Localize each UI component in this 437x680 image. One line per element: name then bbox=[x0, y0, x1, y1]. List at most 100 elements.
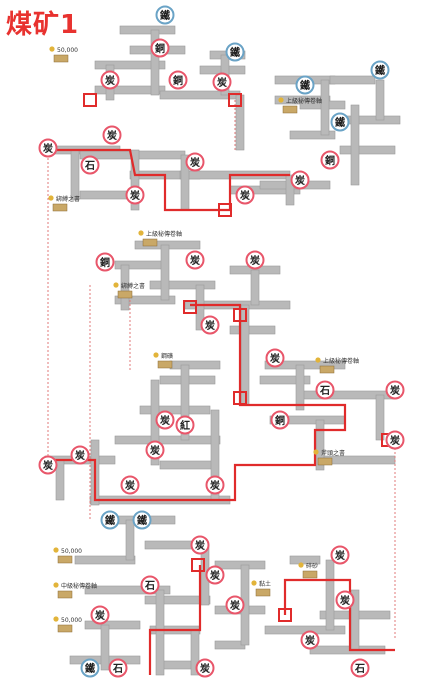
marker-box-0 bbox=[218, 203, 232, 217]
stone-node-glyph: 石 bbox=[354, 663, 365, 675]
corridor-h-28 bbox=[169, 360, 221, 370]
node-coal-35: 炭 bbox=[190, 535, 210, 555]
coin-icon bbox=[49, 46, 55, 52]
node-coal-29: 炭 bbox=[70, 445, 90, 465]
coal-node-glyph: 炭 bbox=[305, 634, 315, 647]
corridor-v-24 bbox=[125, 519, 135, 561]
route-path bbox=[48, 93, 395, 675]
corridor-h-33 bbox=[139, 405, 211, 415]
chest-icon bbox=[57, 624, 73, 633]
item-label: 黏土 bbox=[259, 580, 271, 588]
item-gold_c-10: 50,000 bbox=[53, 616, 82, 633]
coal-node-ring bbox=[265, 348, 285, 368]
node-copper-4: 銅 bbox=[168, 70, 188, 90]
coal-node-ring bbox=[185, 152, 205, 172]
node-coal-14: 炭 bbox=[235, 185, 255, 205]
ore-node-ring bbox=[225, 42, 245, 62]
coal-node-ring bbox=[225, 595, 245, 615]
coal-node-glyph: 炭 bbox=[75, 449, 85, 462]
coin-icon bbox=[48, 195, 54, 201]
route-segment-2 bbox=[148, 565, 202, 675]
item-label: 50,000 bbox=[61, 617, 82, 624]
item-label: 綁縛之書 bbox=[121, 282, 145, 290]
coal-node-glyph: 炭 bbox=[43, 459, 53, 472]
ore-node-glyph: 鐵 bbox=[85, 662, 95, 675]
coal-node-ring bbox=[38, 138, 58, 158]
item-clay-11: 黏土 bbox=[251, 580, 271, 597]
corridor-h-8 bbox=[329, 75, 376, 85]
corridor-h-36 bbox=[159, 460, 216, 470]
coal-node-glyph: 炭 bbox=[125, 479, 135, 492]
red-node-glyph: 紅 bbox=[180, 419, 190, 432]
chest-icon bbox=[142, 238, 158, 247]
coal-node-glyph: 炭 bbox=[250, 254, 260, 267]
node-coal-41: 炭 bbox=[335, 590, 355, 610]
copper-node-ring bbox=[168, 70, 188, 90]
ore-node-glyph: 鐵 bbox=[335, 116, 345, 129]
item-label: 上級秘傳卷軸 bbox=[146, 230, 182, 238]
node-stone-37: 石 bbox=[140, 575, 160, 595]
route-segment-1 bbox=[48, 303, 347, 502]
chest-icon bbox=[317, 457, 333, 466]
node-stone-44: 石 bbox=[108, 658, 128, 678]
coal-node-ring bbox=[155, 410, 175, 430]
corridor-v-7 bbox=[130, 149, 140, 211]
stone-node-glyph: 石 bbox=[144, 580, 155, 592]
corridor-h-43 bbox=[214, 560, 266, 570]
node-ore-1: 鐵 bbox=[225, 42, 245, 62]
corridor-v-13 bbox=[120, 264, 130, 311]
node-coal-27: 炭 bbox=[145, 440, 165, 460]
coal-node-glyph: 炭 bbox=[190, 254, 200, 267]
ore-node-ring bbox=[155, 5, 175, 25]
node-coal-15: 炭 bbox=[38, 138, 58, 158]
coal-node-ring bbox=[290, 170, 310, 190]
item-gravel-12: 碎砂 bbox=[298, 562, 318, 579]
coin-icon bbox=[298, 562, 304, 568]
ore-node-glyph: 鐵 bbox=[375, 64, 385, 77]
node-coal-40: 炭 bbox=[300, 630, 320, 650]
coin-icon bbox=[53, 616, 59, 622]
corridor-h-45 bbox=[84, 585, 171, 595]
item-label: 上級秘傳卷軸 bbox=[286, 97, 322, 105]
stone-node-ring bbox=[80, 155, 100, 175]
corridor-v-11 bbox=[160, 244, 170, 301]
corridor-v-10 bbox=[70, 149, 80, 201]
coal-node-ring bbox=[200, 315, 220, 335]
node-coal-13: 炭 bbox=[125, 185, 145, 205]
coal-node-ring bbox=[100, 70, 120, 90]
node-coal-20: 炭 bbox=[200, 315, 220, 335]
corridor-h-25 bbox=[114, 295, 176, 305]
stone-node-ring bbox=[140, 575, 160, 595]
route-segment-0 bbox=[48, 148, 290, 212]
item-label: 中級秘傳卷軸 bbox=[61, 582, 97, 590]
coin-icon bbox=[315, 357, 321, 363]
item-upper_scroll-3: 上級秘傳卷軸 bbox=[138, 230, 182, 247]
corridor-v-4 bbox=[375, 79, 385, 121]
corridor-h-0 bbox=[119, 25, 176, 35]
coal-node-glyph: 炭 bbox=[240, 189, 250, 202]
node-coal-19: 炭 bbox=[245, 250, 265, 270]
item-middle_scroll-9: 中級秘傳卷軸 bbox=[53, 582, 97, 599]
item-label: 50,000 bbox=[57, 47, 78, 54]
node-coal-39: 炭 bbox=[90, 605, 110, 625]
node-stone-23: 石 bbox=[315, 380, 335, 400]
coal-node-glyph: 炭 bbox=[150, 444, 160, 457]
coal-node-glyph: 炭 bbox=[43, 142, 53, 155]
copper-node-glyph: 銅 bbox=[325, 154, 335, 167]
item-upper_scroll-6: 上級秘傳卷軸 bbox=[315, 357, 359, 374]
node-coal-11: 炭 bbox=[185, 152, 205, 172]
chest-icon bbox=[282, 105, 298, 114]
coin-icon bbox=[53, 547, 59, 553]
corridor-h-42 bbox=[74, 555, 136, 565]
coin-icon bbox=[53, 582, 59, 588]
coal-node-glyph: 炭 bbox=[107, 129, 117, 142]
corridor-v-3 bbox=[320, 79, 330, 136]
coal-node-glyph: 炭 bbox=[190, 156, 200, 169]
red-node-ring bbox=[175, 415, 195, 435]
item-scroll_b-7: 斧頭之書 bbox=[313, 449, 345, 466]
coal-node-glyph: 炭 bbox=[390, 384, 400, 397]
dotted-links bbox=[47, 100, 396, 640]
copper-node-glyph: 銅 bbox=[155, 42, 165, 55]
node-coal-30: 炭 bbox=[120, 475, 140, 495]
coal-node-glyph: 炭 bbox=[95, 609, 105, 622]
